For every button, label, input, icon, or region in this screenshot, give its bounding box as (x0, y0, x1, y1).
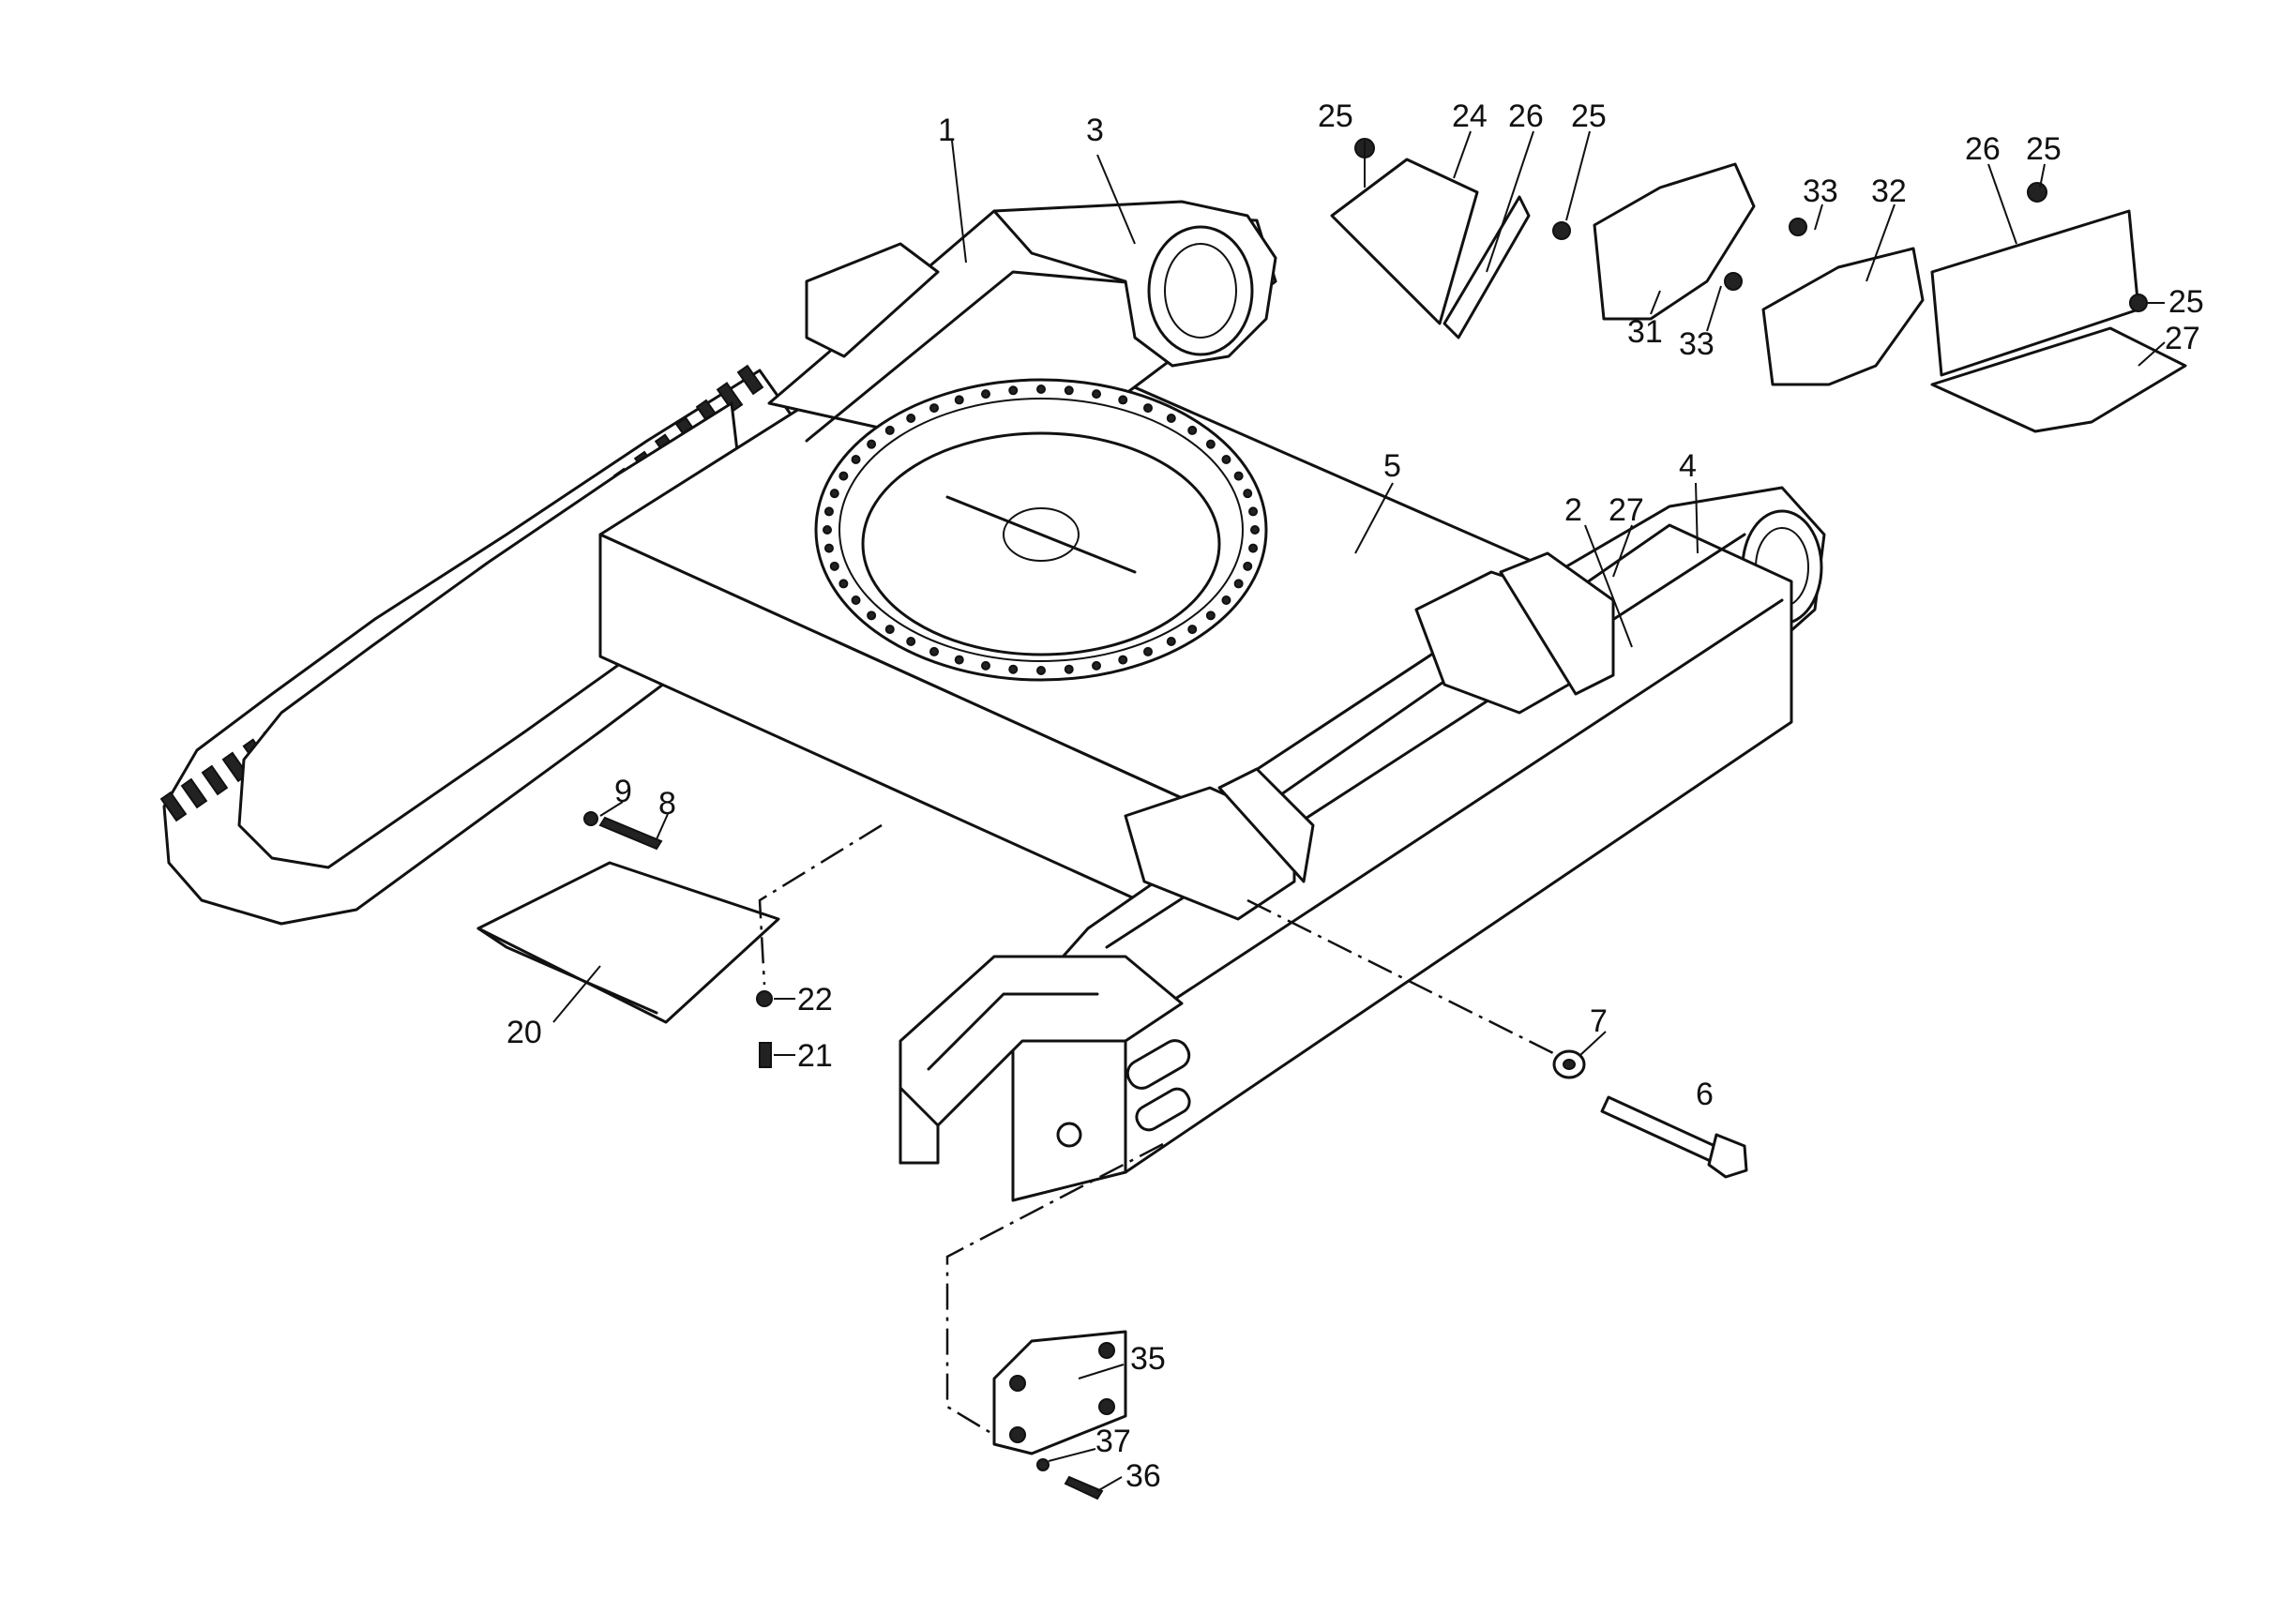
callout-8: 8 (658, 786, 676, 822)
callout-24: 24 (1452, 98, 1488, 134)
ring-bolt (1205, 439, 1216, 449)
ring-bolt (884, 425, 895, 435)
ring-bolt (1143, 646, 1153, 656)
ring-bolt (1248, 543, 1259, 553)
ring-bolt (829, 561, 839, 571)
ring-bolt (980, 389, 990, 399)
ring-bolt (954, 655, 964, 665)
callout-2: 2 (1564, 492, 1582, 528)
callout-21: 21 (797, 1038, 833, 1074)
ring-bolt (1233, 471, 1244, 481)
ring-bolt (1008, 664, 1019, 674)
callout-33-a: 33 (1803, 173, 1838, 209)
ring-bolt (823, 525, 832, 535)
callout-25-b: 25 (1571, 98, 1607, 134)
ring-bolt (1250, 525, 1260, 535)
callout-25-d: 25 (2168, 284, 2204, 320)
leader-lines (552, 130, 2166, 1492)
callout-22: 22 (797, 982, 833, 1018)
ring-bolt (1243, 561, 1253, 571)
callout-4: 4 (1679, 448, 1697, 484)
ring-bolt (1243, 489, 1253, 499)
ring-bolt (823, 506, 834, 517)
callout-27-a: 27 (2165, 321, 2200, 356)
ring-bolt (929, 403, 939, 414)
ring-bolt (1221, 455, 1231, 464)
ring-bolt (838, 471, 849, 481)
ring-bolt (1064, 664, 1074, 674)
callout-25-c: 25 (2026, 131, 2062, 167)
cover-plates (1330, 138, 2187, 433)
callout-25-a: 25 (1318, 98, 1353, 134)
ring-bolt (1205, 611, 1216, 621)
ring-bolt (838, 579, 849, 589)
callout-26-b: 26 (1965, 131, 2001, 167)
frame-brackets (805, 242, 1615, 921)
callout-5: 5 (1383, 448, 1401, 484)
ring-bolt (1008, 385, 1019, 396)
ring-bolt (906, 413, 916, 423)
track-shoe (180, 777, 208, 809)
ring-bolt (1036, 666, 1046, 675)
callout-36: 36 (1125, 1458, 1161, 1494)
ring-bolt (829, 489, 839, 499)
ring-bolt (906, 637, 916, 647)
callout-labels: 1 3 25 24 26 25 33 32 26 25 25 27 31 33 … (506, 98, 2204, 1494)
ring-bolt (1143, 403, 1153, 414)
callout-33-b: 33 (1679, 326, 1714, 362)
lower-parts (476, 811, 1748, 1500)
callout-26-a: 26 (1508, 98, 1544, 134)
assembly-lines (758, 823, 1558, 1437)
callout-1: 1 (938, 113, 956, 148)
ring-bolt (1233, 579, 1244, 589)
ring-bolt (954, 395, 964, 405)
ring-bolt (851, 455, 861, 464)
callout-20: 20 (506, 1015, 542, 1050)
swing-bearing (814, 378, 1268, 682)
ring-bolt (884, 625, 895, 635)
track-shoe (736, 364, 764, 396)
ring-bolt (1092, 389, 1102, 399)
callout-7: 7 (1590, 1003, 1608, 1039)
ring-bolt (1187, 625, 1198, 635)
ring-bolt (851, 595, 861, 605)
ring-bolt (1248, 506, 1259, 517)
callout-37: 37 (1095, 1424, 1131, 1459)
ring-bolt (1166, 637, 1176, 647)
track-frame (598, 200, 1826, 1202)
callout-32: 32 (1871, 173, 1907, 209)
ring-bolt (1221, 595, 1231, 605)
callout-6: 6 (1696, 1077, 1714, 1112)
callout-27-b: 27 (1609, 492, 1644, 528)
ring-bolt (1036, 384, 1046, 394)
ring-bolt (867, 439, 877, 449)
ring-bolt (1118, 655, 1128, 665)
callout-3: 3 (1086, 113, 1104, 148)
track-shoe (159, 791, 188, 822)
track-shoe (201, 764, 229, 796)
ring-bolt (867, 611, 877, 621)
callout-9: 9 (614, 774, 632, 809)
ring-bolt (823, 543, 834, 553)
ring-bolt (1118, 395, 1128, 405)
ring-bolt (929, 646, 939, 656)
ring-bolt (980, 660, 990, 671)
callout-35: 35 (1130, 1341, 1166, 1377)
callout-31: 31 (1627, 314, 1663, 350)
ring-bolt (1187, 425, 1198, 435)
ring-bolt (1064, 385, 1074, 396)
track-shoe (716, 382, 744, 413)
ring-bolt (1166, 413, 1176, 423)
ring-bolt (1092, 660, 1102, 671)
